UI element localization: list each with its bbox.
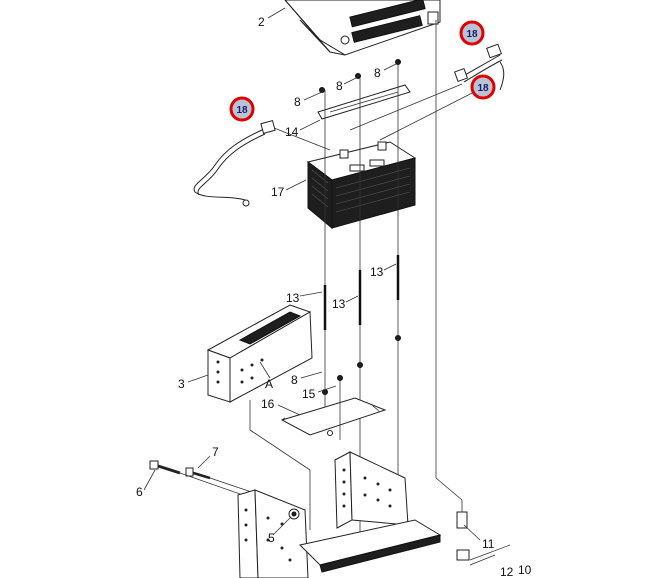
callout-18-left: 18 (229, 96, 255, 122)
label-part-14: 14 (285, 125, 299, 139)
label-part-5: 5 (268, 531, 275, 545)
label-part-17: 17 (271, 185, 285, 199)
label-point-a: A (265, 377, 273, 391)
base-frame (237, 451, 442, 578)
hold-down-bar (317, 84, 411, 120)
leader-lines (143, 7, 481, 541)
clamp-11 (456, 511, 511, 566)
label-part-8: 8 (291, 373, 298, 387)
battery-cable-left (193, 120, 331, 207)
top-bolts (319, 59, 401, 93)
label-part-6: 6 (136, 485, 143, 499)
label-part-3: 3 (178, 377, 185, 391)
label-part-7: 7 (212, 445, 219, 459)
battery-cable-right (349, 43, 505, 141)
top-housing (284, 0, 441, 56)
battery (306, 141, 417, 230)
label-part-13: 13 (370, 265, 384, 279)
callout-18-top-right: 18 (459, 20, 485, 46)
label-part-13: 13 (286, 291, 300, 305)
mounting-bracket (206, 304, 313, 403)
svg-text:18: 18 (236, 105, 248, 116)
label-part-16: 16 (261, 397, 275, 411)
callout-18-right: 18 (470, 74, 496, 100)
svg-text:18: 18 (466, 29, 478, 40)
label-part-8: 8 (294, 95, 301, 109)
label-part-11: 11 (482, 537, 495, 551)
svg-text:18: 18 (477, 83, 489, 94)
label-part-2: 2 (258, 15, 265, 29)
battery-tray (280, 397, 387, 436)
label-part-10: 10 (518, 563, 532, 577)
label-part-15: 15 (302, 387, 316, 401)
label-part-12: 12 (500, 565, 514, 578)
label-part-8: 8 (336, 79, 343, 93)
label-part-13: 13 (332, 297, 346, 311)
label-part-8: 8 (374, 66, 381, 80)
